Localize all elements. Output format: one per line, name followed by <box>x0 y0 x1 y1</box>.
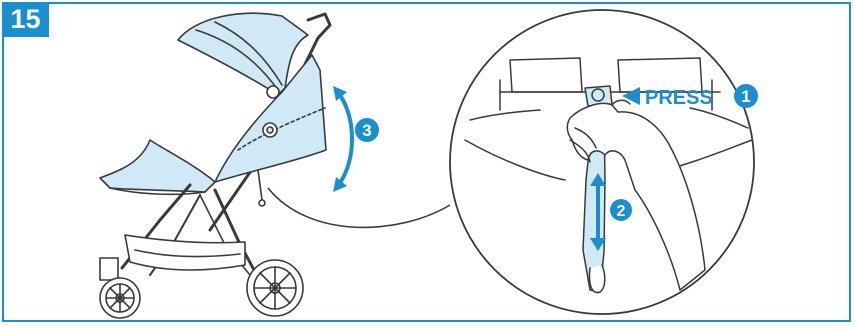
stroller-front-wheel <box>100 258 140 318</box>
callout-2-label: 2 <box>617 203 626 220</box>
stroller-illustration <box>100 13 330 318</box>
zoom-connector-line <box>268 188 450 227</box>
callout-1-label: 1 <box>741 87 750 106</box>
callout-1: 1 <box>734 84 758 108</box>
callout-3: 3 <box>355 118 379 142</box>
stroller-seat <box>100 140 215 192</box>
recline-arrow <box>333 86 352 192</box>
callout-3-label: 3 <box>362 121 371 140</box>
zoom-detail <box>450 10 754 314</box>
press-label: PRESS <box>645 87 713 109</box>
stroller-rear-wheel <box>247 260 303 316</box>
callout-2: 2 <box>610 199 632 221</box>
